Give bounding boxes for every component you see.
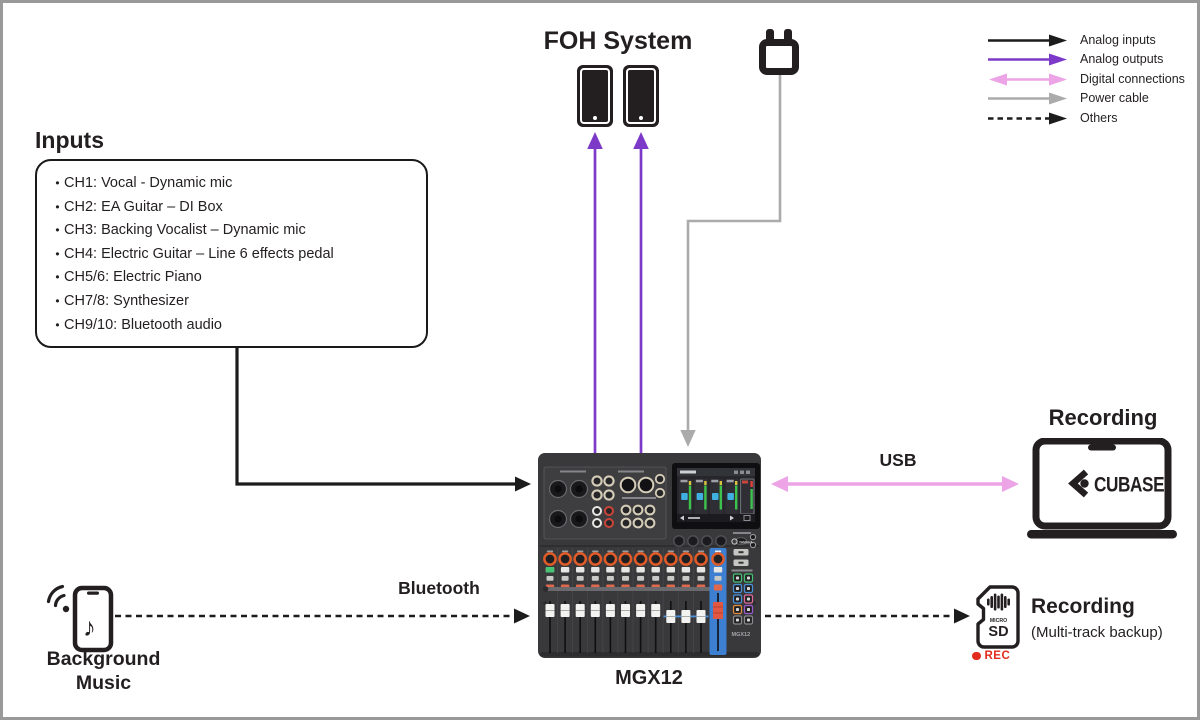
- mixer-aux-knobs: [673, 532, 757, 549]
- speaker-right-icon: [623, 65, 659, 127]
- micro-label: MICRO: [990, 618, 1007, 624]
- power-wire: [686, 73, 782, 432]
- legend-arrow-purple-icon: [988, 53, 1067, 66]
- bluetooth-arrowhead: [514, 608, 530, 624]
- legend-item-power: Power cable: [988, 92, 1185, 105]
- power-plug-icon: [758, 29, 800, 75]
- channel1-green-button: [545, 567, 555, 573]
- phone-body: [72, 585, 114, 653]
- legend-item-others: Others: [988, 110, 1185, 125]
- sd-recording-title: Recording: [1031, 595, 1135, 618]
- mixer-caption: MGX12: [615, 667, 683, 689]
- phone-speaker: [87, 591, 99, 595]
- legend-arrow-solid-icon: [988, 34, 1067, 47]
- legend-item-digital: Digital connections: [988, 71, 1185, 86]
- power-arrowhead: [680, 430, 696, 447]
- foh-title: FOH System: [543, 27, 693, 55]
- legend-arrow-double-icon: [989, 73, 1067, 86]
- analog-input-wire: [235, 348, 516, 486]
- legend-label: Analog outputs: [1080, 52, 1164, 67]
- daw-recording-title: Recording: [1048, 405, 1158, 430]
- music-note-icon: ♪: [83, 612, 96, 642]
- mixer-channel-separators: [557, 548, 694, 653]
- laptop-icon: CUBASE: [1027, 438, 1177, 539]
- legend-arrow-dashed-icon: [988, 112, 1067, 125]
- usb-label: USB: [879, 450, 917, 470]
- analog-input-arrowhead: [515, 476, 531, 492]
- mixer-touchscreen: [672, 463, 760, 529]
- input-item: •CH9/10: Bluetooth audio: [55, 316, 222, 333]
- input-item: •CH4: Electric Guitar – Line 6 effects p…: [55, 245, 334, 262]
- legend-arrow-gray-icon: [988, 92, 1067, 105]
- legend: Analog inputs Analog outputs Digital con…: [988, 34, 1185, 131]
- input-item: •CH1: Vocal - Dynamic mic: [55, 175, 233, 191]
- line-jacks: [591, 475, 615, 501]
- bgm-phone-icon: ♪: [46, 584, 114, 653]
- wireless-waves-icon: [46, 584, 66, 608]
- mixer-brand-logo: YAMAHA: [739, 541, 753, 545]
- xlr-combo-jacks: [548, 479, 589, 529]
- laptop-base: [1027, 530, 1177, 539]
- sd-recording-subtitle: (Multi-track backup): [1031, 624, 1163, 641]
- analog-output-arrowhead-2: [633, 132, 649, 149]
- rec-indicator: REC: [972, 650, 1010, 662]
- legend-label: Digital connections: [1080, 71, 1185, 86]
- connection-wires: [115, 73, 1019, 624]
- input-item: •CH3: Backing Vocalist – Dynamic mic: [55, 222, 306, 239]
- mixer-model-label: MGX12: [732, 632, 751, 638]
- legend-item-analog-outputs: Analog outputs: [988, 53, 1185, 66]
- user-defined-keys: [732, 573, 754, 625]
- usb-arrowhead-left: [771, 476, 788, 492]
- cubase-logo-icon: [1068, 469, 1089, 498]
- input-item: •CH2: EA Guitar – DI Box: [55, 198, 223, 215]
- analog-output-arrowhead-1: [587, 132, 603, 149]
- mixer-illustration: YAMAHA MGX12: [538, 453, 761, 658]
- wave-dot: [62, 605, 70, 613]
- inputs-box: •CH1: Vocal - Dynamic mic •CH2: EA Guita…: [35, 159, 428, 348]
- rec-dot-icon: [972, 651, 981, 661]
- bluetooth-label: Bluetooth: [398, 578, 480, 598]
- input-item: •CH7/8: Synthesizer: [55, 292, 189, 309]
- mixer-jack-panel: [543, 466, 667, 540]
- mixer-fader-caps: [545, 604, 706, 623]
- mixer-stereo-strip: [709, 548, 727, 655]
- input-item: •CH5/6: Electric Piano: [55, 269, 202, 286]
- legend-label: Power cable: [1080, 91, 1149, 106]
- fader-rail-band: [543, 587, 727, 591]
- inputs-title: Inputs: [35, 127, 104, 153]
- legend-label: Others: [1080, 110, 1118, 125]
- legend-item-analog-inputs: Analog inputs: [988, 34, 1185, 47]
- mixer-right-panel: YAMAHA MGX12: [731, 538, 754, 638]
- sd-card-icon: MICRO SD: [976, 585, 1020, 649]
- sd-arrowhead: [954, 608, 970, 624]
- mixer-channel-strips: [543, 549, 708, 655]
- usb-arrowhead-right: [1002, 476, 1019, 492]
- sd-label: SD: [988, 624, 1008, 640]
- xlr-output-jacks: [619, 476, 656, 499]
- waveform-icon: [987, 593, 1010, 611]
- screen-channel-strips: [679, 478, 755, 515]
- laptop-camera-notch: [1088, 444, 1116, 451]
- bgm-title: Background Music: [46, 648, 161, 694]
- rca-jacks: [592, 506, 614, 528]
- cubase-label: CUBASE: [1094, 474, 1165, 497]
- legend-label: Analog inputs: [1080, 33, 1156, 47]
- output-line-jacks: [620, 473, 666, 529]
- speaker-left-icon: [577, 65, 613, 127]
